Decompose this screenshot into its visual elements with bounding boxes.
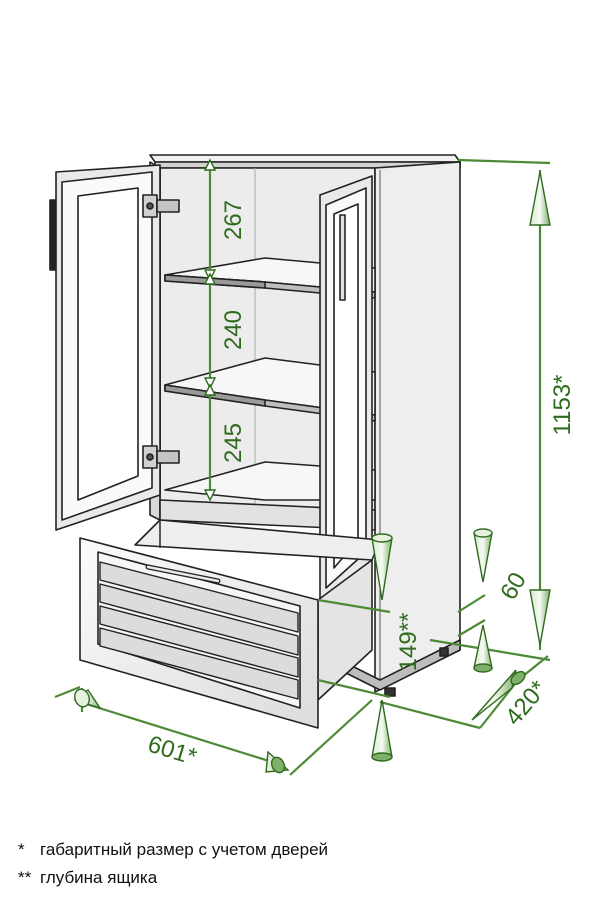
label-plinth: 60 [495, 568, 532, 605]
plinth-top-cone [473, 532, 493, 583]
label-shelf-3: 245 [220, 423, 247, 463]
label-shelf-1: 267 [220, 200, 247, 240]
plinth-bottom-cone [473, 624, 493, 669]
hinge-top [142, 194, 180, 218]
top-panel [149, 154, 461, 163]
arrow-heads [203, 158, 217, 502]
cone-markers [73, 171, 551, 774]
label-drawer-depth: 149** [395, 613, 422, 672]
height-bottom-cone [529, 589, 551, 646]
legend-text-1: габаритный размер с учетом дверей [40, 840, 329, 859]
legend-mark-2: ** [18, 868, 32, 887]
drawer-slats [99, 561, 299, 700]
left-door [49, 164, 180, 531]
legend-line-1: * габаритный размер с учетом дверей [18, 840, 328, 860]
door-handle [339, 214, 346, 301]
dimension-lines [54, 158, 551, 776]
drawer-depth-bottom-cone [371, 699, 393, 758]
legend-text-2: глубина ящика [40, 868, 158, 887]
drawer [79, 519, 381, 729]
label-shelf-2: 240 [220, 310, 247, 350]
hinge-bottom [142, 445, 180, 469]
height-top-cone [529, 171, 551, 226]
legend-mark-1: * [18, 840, 25, 859]
label-height: 1153* [549, 375, 576, 436]
legend-line-2: ** глубина ящика [18, 868, 157, 888]
right-door [319, 175, 373, 601]
